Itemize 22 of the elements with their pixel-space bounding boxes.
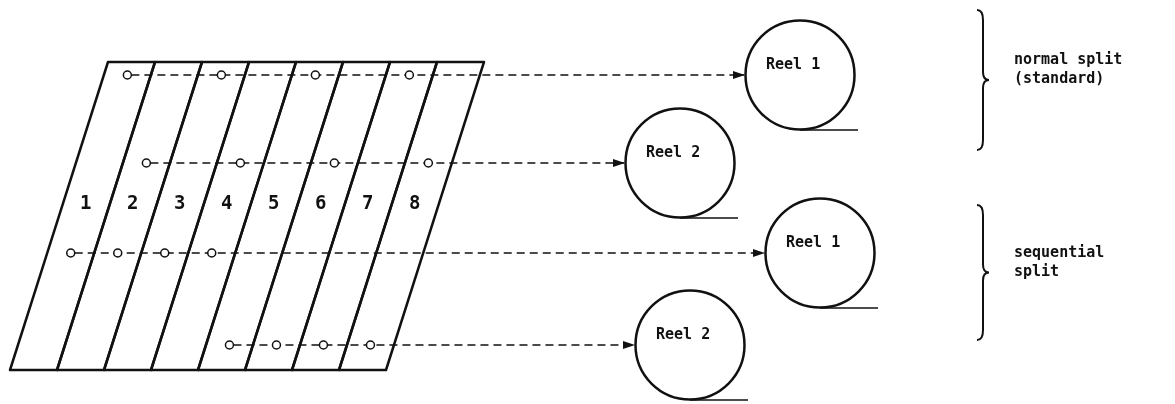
track-number: 3 <box>174 193 186 212</box>
dashed-arrow <box>74 249 765 257</box>
track-number: 4 <box>221 193 233 212</box>
track-number: 7 <box>362 193 374 212</box>
reel-label: Reel 1 <box>786 233 841 251</box>
track-number: 1 <box>80 193 92 212</box>
track-number: 6 <box>315 193 327 212</box>
split-mode-label: normal split (standard) <box>1014 50 1124 88</box>
reel-label: Reel 2 <box>646 143 701 161</box>
dashed-arrow <box>149 159 625 167</box>
reel-label: Reel 2 <box>656 325 711 343</box>
track-number: 5 <box>268 193 280 212</box>
split-mode-label: sequential split <box>1014 242 1106 281</box>
dashed-arrow <box>232 341 635 349</box>
dashed-arrow <box>130 71 745 79</box>
reel-circle <box>634 289 746 401</box>
reel-circle <box>624 107 736 219</box>
reel-label: Reel 1 <box>766 55 821 73</box>
reel-circle <box>764 197 876 309</box>
track-number: 8 <box>409 193 421 212</box>
track-number: 2 <box>127 193 139 212</box>
reel-circle <box>744 19 856 131</box>
